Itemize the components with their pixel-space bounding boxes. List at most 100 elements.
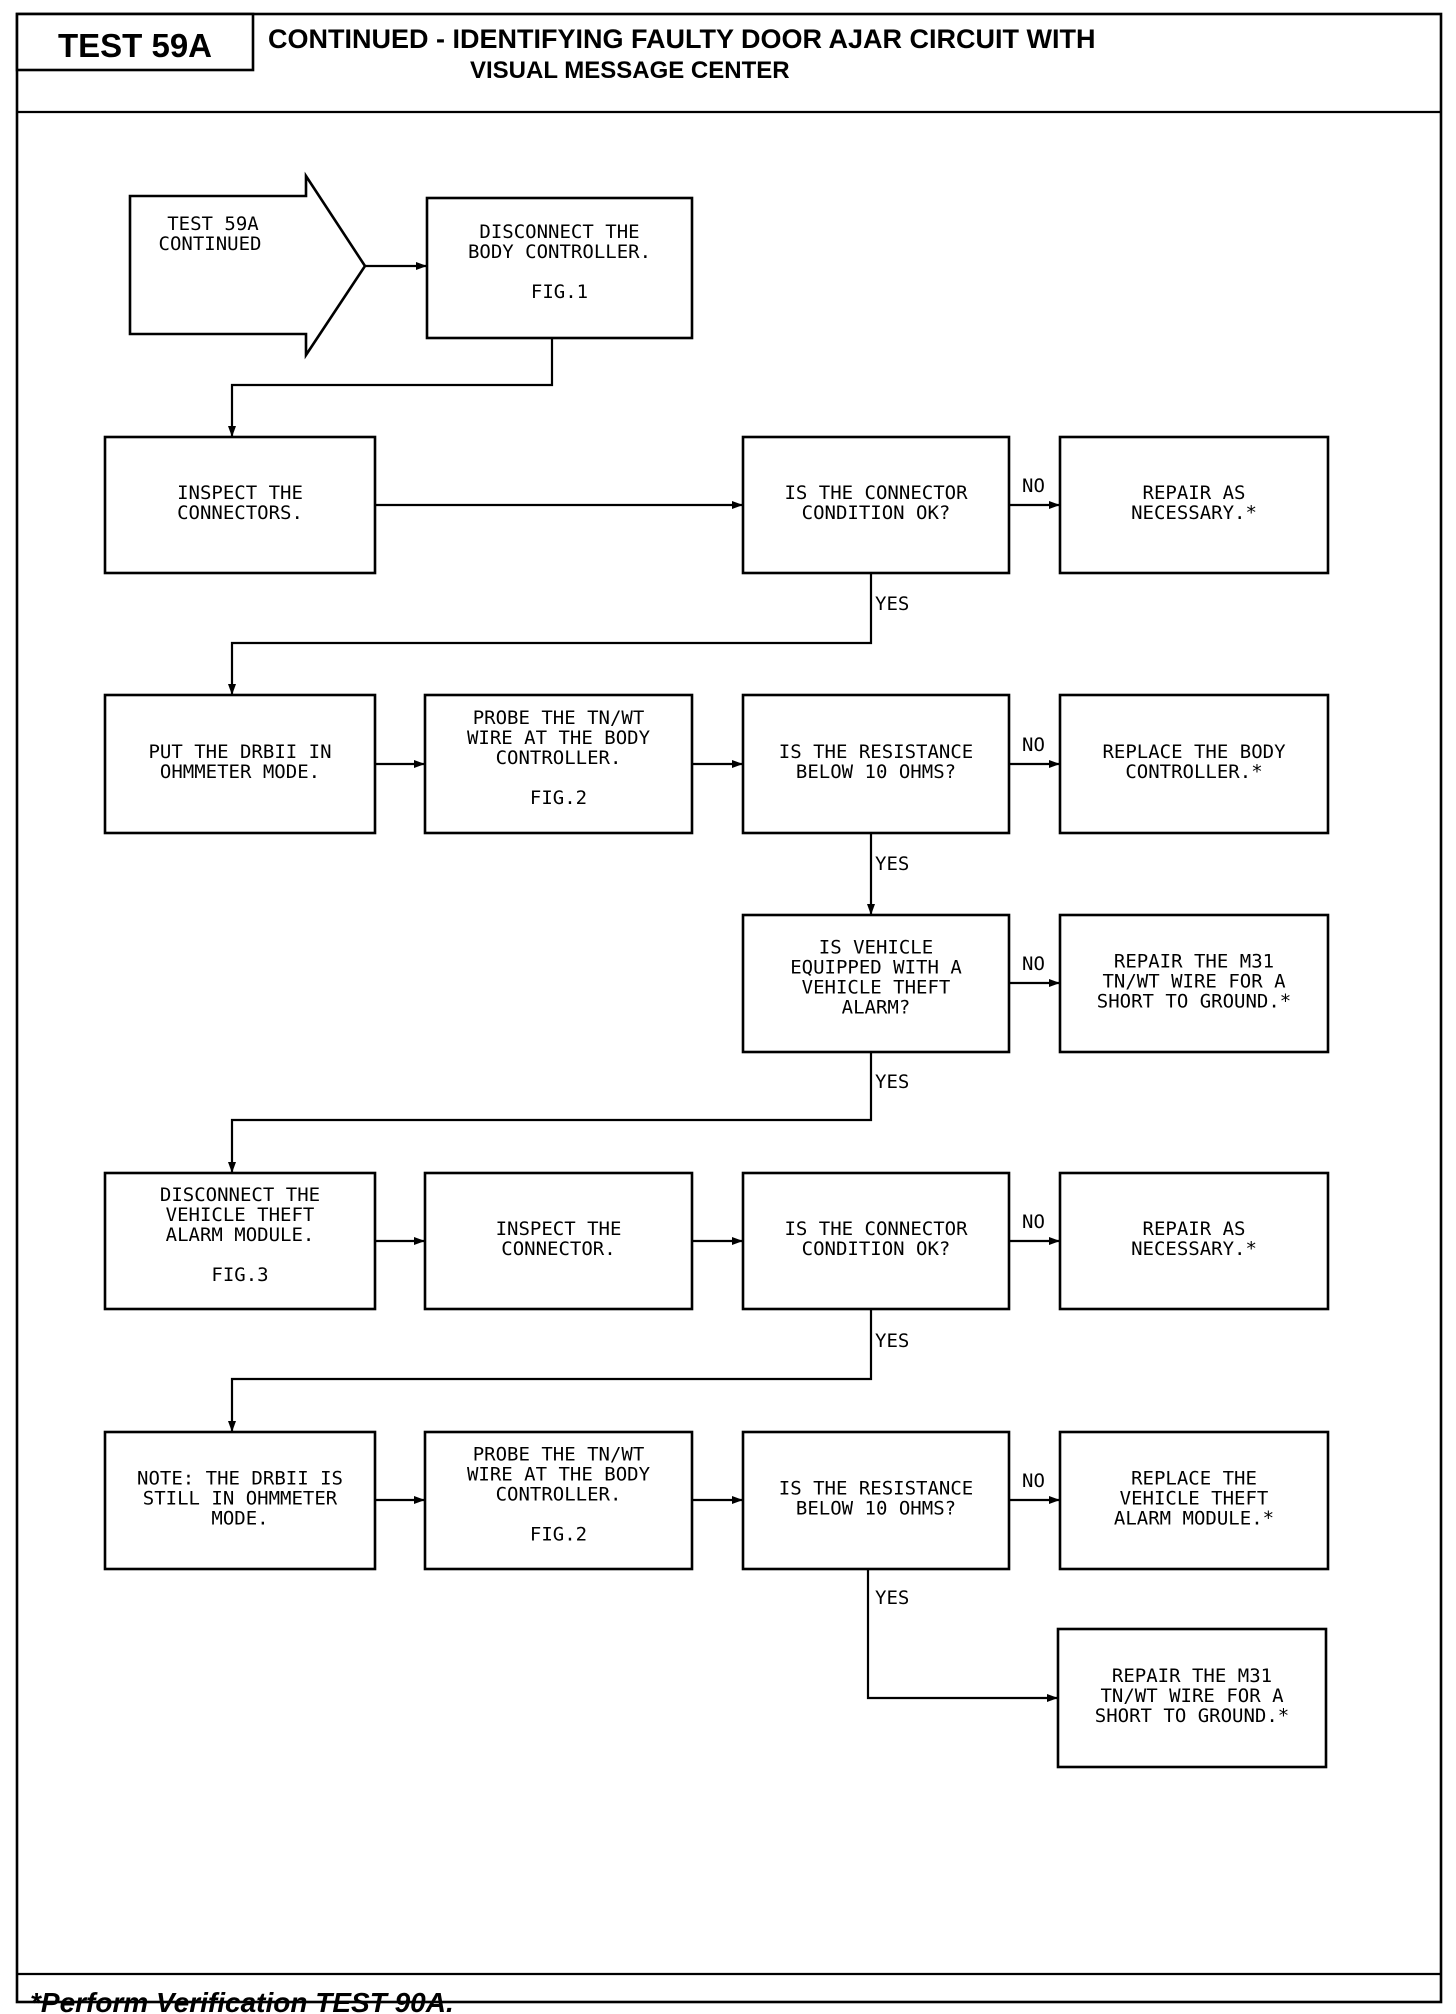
box-probe-wire-1 (423, 693, 694, 835)
page-title-line1: CONTINUED - IDENTIFYING FAULTY DOOR AJAR… (268, 24, 1095, 54)
box-text-theft-alarm-question-1: EQUIPPED WITH A (790, 957, 962, 979)
box-repair-as-necessary-2 (1058, 1171, 1330, 1311)
box-disconnect-body-controller (425, 196, 694, 340)
arrowhead-17 (1049, 1496, 1060, 1504)
arrowhead-18 (1047, 1694, 1058, 1702)
box-theft-alarm-question (741, 913, 1011, 1054)
start-line-2: CONTINUED (159, 233, 262, 255)
box-text-repair-as-necessary-1-1: NECESSARY.* (1131, 502, 1257, 524)
box-connector-ok-2 (741, 1171, 1011, 1311)
box-text-theft-alarm-question-0: IS VEHICLE (819, 937, 933, 959)
box-repair-m31-short-1 (1058, 913, 1330, 1054)
branch-label-yes-9: YES (875, 1587, 909, 1609)
box-probe-wire-2 (423, 1430, 694, 1571)
arrowhead-9 (1049, 979, 1060, 987)
box-text-repair-as-necessary-2-0: REPAIR AS (1143, 1218, 1246, 1240)
box-text-replace-body-controller-0: REPLACE THE BODY (1102, 741, 1286, 763)
box-text-disconnect-body-controller-0: DISCONNECT THE (479, 221, 639, 243)
box-text-disconnect-theft-module-4: FIG.3 (211, 1264, 268, 1286)
box-text-probe-wire-1-4: FIG.2 (530, 787, 587, 809)
box-text-resistance-below-2-1: BELOW 10 OHMS? (796, 1498, 956, 1520)
arrowhead-13 (1049, 1237, 1060, 1245)
box-text-disconnect-body-controller-1: BODY CONTROLLER. (468, 241, 651, 263)
branch-label-no-6: NO (1022, 1211, 1045, 1233)
arrowhead-10 (228, 1162, 236, 1173)
arrowhead-15 (414, 1496, 425, 1504)
box-text-probe-wire-2-4: FIG.2 (530, 1524, 587, 1546)
test-label: TEST 59A (58, 27, 212, 64)
branch-label-yes-3: YES (875, 853, 909, 875)
arrowhead-16 (732, 1496, 743, 1504)
box-text-connector-ok-2-1: CONDITION OK? (802, 1238, 951, 1260)
box-text-note-drbii-1: STILL IN OHMMETER (143, 1488, 338, 1510)
arrowhead-12 (732, 1237, 743, 1245)
connector-lines (228, 262, 1060, 1702)
arrowhead-3 (1049, 501, 1060, 509)
branch-label-yes-1: YES (875, 593, 909, 615)
verification-footnote: *Perform Verification TEST 90A. (30, 1987, 454, 2014)
box-repair-m31-short-2 (1056, 1627, 1328, 1769)
box-disconnect-theft-module (103, 1171, 377, 1311)
box-text-repair-as-necessary-2-1: NECESSARY.* (1131, 1238, 1257, 1260)
box-text-drbii-ohmmeter-1: OHMMETER MODE. (160, 761, 320, 783)
connector-4 (230, 573, 873, 695)
arrowhead-2 (732, 501, 743, 509)
box-drbii-ohmmeter (103, 693, 377, 835)
box-text-note-drbii-2: MODE. (211, 1508, 268, 1530)
start-line-1: TEST 59A (167, 213, 259, 235)
branch-label-no-2: NO (1022, 734, 1045, 756)
box-text-theft-alarm-question-2: VEHICLE THEFT (802, 977, 951, 999)
connector-18 (866, 1569, 1058, 1700)
box-text-probe-wire-2-1: WIRE AT THE BODY (467, 1464, 651, 1486)
box-text-repair-as-necessary-1-0: REPAIR AS (1143, 482, 1246, 504)
box-text-disconnect-theft-module-0: DISCONNECT THE (160, 1184, 320, 1206)
connector-10 (230, 1052, 873, 1173)
box-text-repair-m31-short-1-2: SHORT TO GROUND.* (1097, 991, 1291, 1013)
box-text-probe-wire-1-0: PROBE THE TN/WT (473, 707, 645, 729)
box-text-theft-alarm-question-3: ALARM? (842, 997, 911, 1019)
test-label-box (15, 12, 255, 72)
box-text-connector-ok-2-0: IS THE CONNECTOR (784, 1218, 968, 1240)
box-replace-body-controller (1058, 693, 1330, 835)
box-text-probe-wire-1-2: CONTROLLER. (496, 747, 622, 769)
box-text-disconnect-body-controller-3: FIG.1 (531, 281, 588, 303)
box-text-resistance-below-1-0: IS THE RESISTANCE (779, 741, 973, 763)
box-text-disconnect-theft-module-1: VEHICLE THEFT (166, 1204, 315, 1226)
box-text-replace-theft-module-0: REPLACE THE (1131, 1468, 1257, 1490)
box-text-repair-m31-short-1-1: TN/WT WIRE FOR A (1102, 971, 1286, 993)
box-text-connector-ok-1-0: IS THE CONNECTOR (784, 482, 968, 504)
arrowhead-4 (228, 684, 236, 695)
box-text-repair-m31-short-2-2: SHORT TO GROUND.* (1095, 1705, 1289, 1727)
connector-1 (230, 338, 554, 437)
branch-label-yes-7: YES (875, 1330, 909, 1352)
page-title-line2: VISUAL MESSAGE CENTER (470, 57, 790, 84)
box-text-replace-theft-module-2: ALARM MODULE.* (1114, 1508, 1274, 1530)
arrowhead-5 (414, 760, 425, 768)
box-text-repair-m31-short-1-0: REPAIR THE M31 (1114, 951, 1274, 973)
box-text-resistance-below-1-1: BELOW 10 OHMS? (796, 761, 956, 783)
box-text-replace-body-controller-1: CONTROLLER.* (1125, 761, 1262, 783)
arrowhead-8 (867, 904, 875, 915)
box-text-disconnect-theft-module-2: ALARM MODULE. (166, 1224, 315, 1246)
box-text-connector-ok-1-1: CONDITION OK? (802, 502, 951, 524)
box-text-repair-m31-short-2-0: REPAIR THE M31 (1112, 1665, 1272, 1687)
box-text-probe-wire-2-2: CONTROLLER. (496, 1484, 622, 1506)
box-text-repair-m31-short-2-1: TN/WT WIRE FOR A (1100, 1685, 1284, 1707)
arrowhead-6 (732, 760, 743, 768)
box-text-inspect-connector-0: INSPECT THE (496, 1218, 622, 1240)
box-note-drbii (103, 1430, 377, 1571)
branch-label-no-8: NO (1022, 1470, 1045, 1492)
box-inspect-connector (423, 1171, 694, 1311)
arrowhead-14 (228, 1421, 236, 1432)
box-text-replace-theft-module-1: VEHICLE THEFT (1120, 1488, 1269, 1510)
branch-label-no-0: NO (1022, 475, 1045, 497)
box-repair-as-necessary-1 (1058, 435, 1330, 575)
box-text-drbii-ohmmeter-0: PUT THE DRBII IN (148, 741, 331, 763)
box-text-probe-wire-1-1: WIRE AT THE BODY (467, 727, 651, 749)
box-text-probe-wire-2-0: PROBE THE TN/WT (473, 1444, 645, 1466)
branch-label-yes-5: YES (875, 1071, 909, 1093)
arrowhead-1 (228, 426, 236, 437)
